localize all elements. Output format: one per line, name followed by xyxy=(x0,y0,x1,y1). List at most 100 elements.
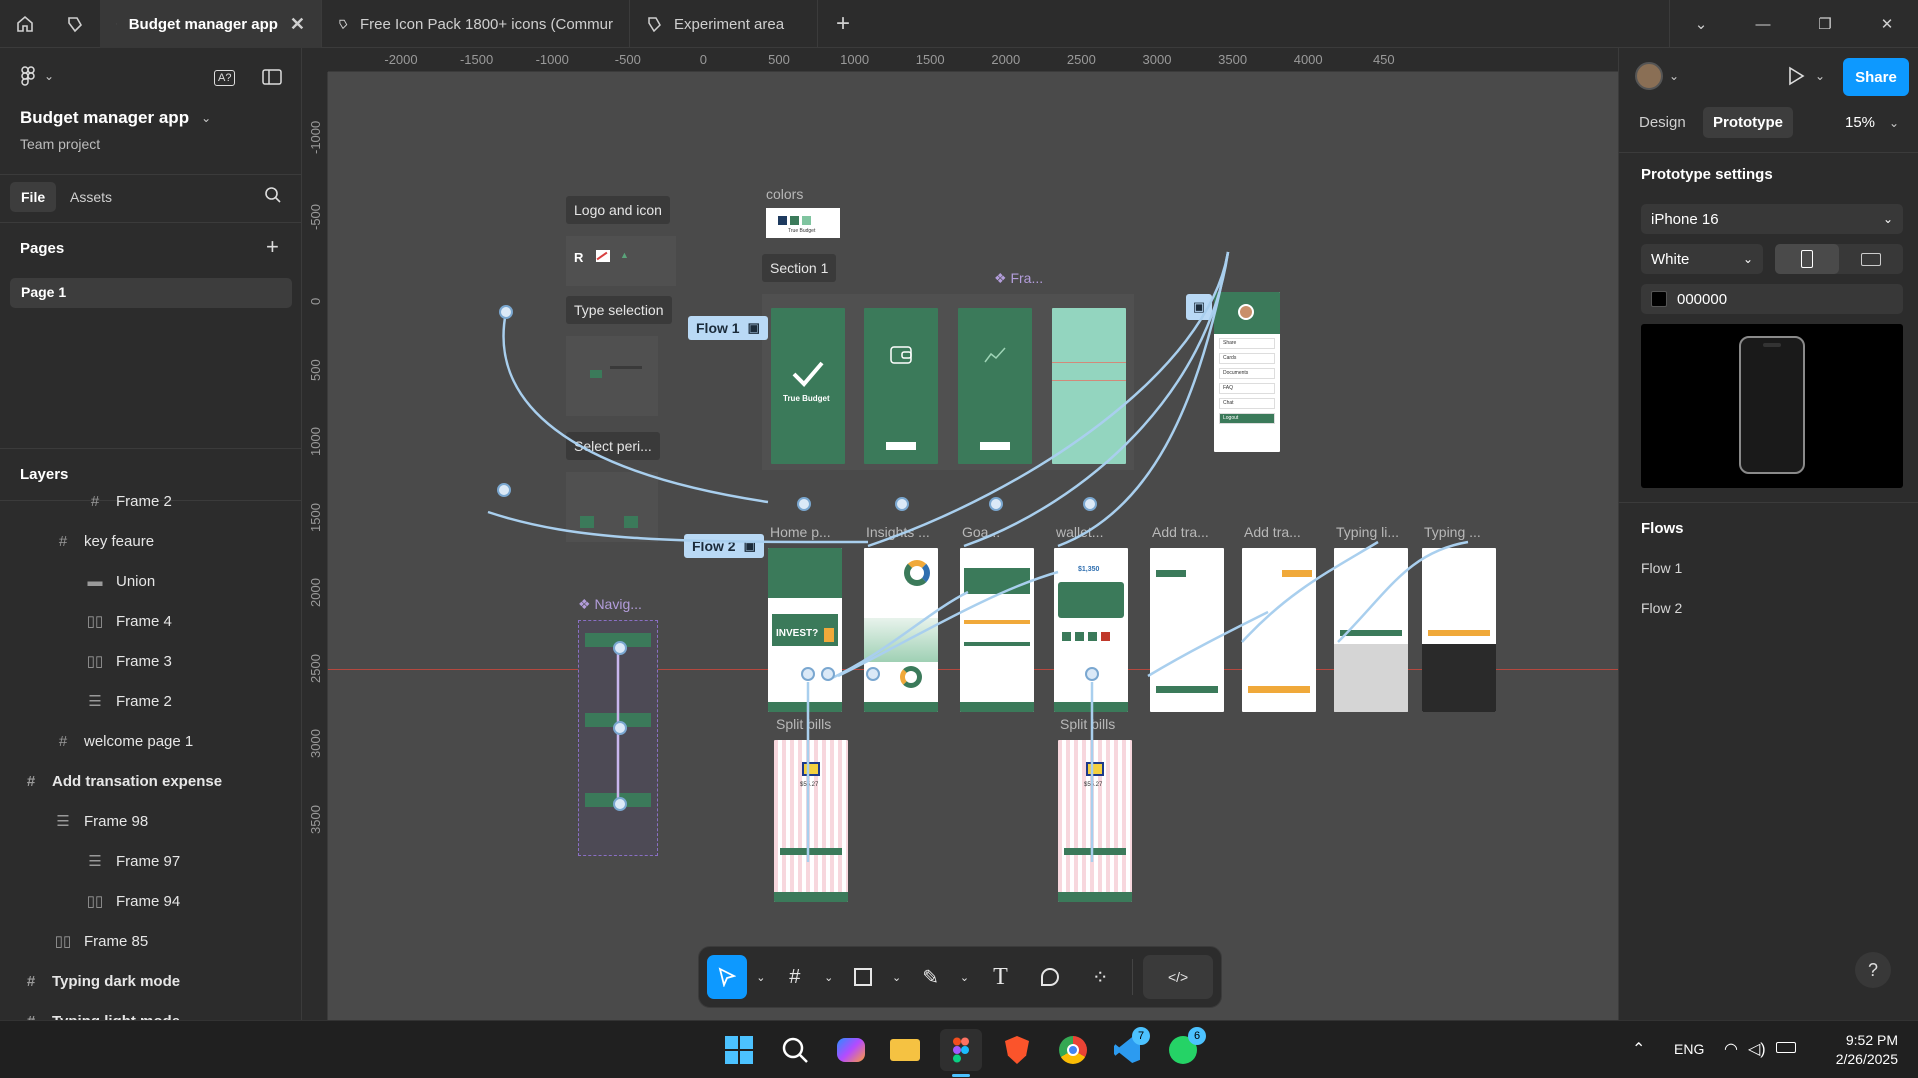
layer-item[interactable]: ☰Frame 98 xyxy=(0,801,301,841)
main-menu-button[interactable]: ⌄ xyxy=(20,66,54,86)
typing-dark-mode-screen[interactable] xyxy=(1422,548,1496,712)
maximize-button[interactable]: ❐ xyxy=(1794,0,1856,48)
layer-item[interactable]: ▯▯Frame 3 xyxy=(0,641,301,681)
file-explorer-button[interactable] xyxy=(884,1029,926,1071)
screen-frame-label[interactable]: Add tra... xyxy=(1152,524,1209,540)
clock[interactable]: 9:52 PM 2/26/2025 xyxy=(1818,1031,1898,1069)
copilot-button[interactable] xyxy=(830,1029,872,1071)
flow-item-1[interactable]: Flow 1 xyxy=(1641,560,1683,576)
ai-translate-button[interactable]: A? xyxy=(214,68,236,86)
layer-item[interactable]: #Typing dark mode xyxy=(0,961,301,1001)
layer-item[interactable]: ▯▯Frame 85 xyxy=(0,921,301,961)
type-selection-frame[interactable] xyxy=(566,336,658,416)
present-button[interactable]: ⌄ xyxy=(1787,66,1825,86)
shape-tool[interactable] xyxy=(843,955,883,999)
portrait-button[interactable] xyxy=(1775,244,1839,274)
file-name-button[interactable]: Budget manager app ⌄ xyxy=(20,108,211,128)
tab-budget-manager[interactable]: Budget manager app ✕ xyxy=(100,0,322,48)
vscode-button[interactable]: 7 xyxy=(1106,1027,1150,1071)
tab-file[interactable]: File xyxy=(10,182,57,212)
flow-2-starting-point[interactable]: Flow 2 ▣ xyxy=(684,534,764,558)
zoom-control[interactable]: 15% ⌄ xyxy=(1845,114,1899,131)
frame-tool-options[interactable]: ⌄ xyxy=(821,955,837,999)
layer-item[interactable]: ▯▯Frame 94 xyxy=(0,881,301,921)
navigation-component-label[interactable]: ❖ Navig... xyxy=(578,596,642,612)
landscape-button[interactable] xyxy=(1839,244,1903,274)
shape-tool-options[interactable]: ⌄ xyxy=(889,955,905,999)
tab-design[interactable]: Design xyxy=(1639,114,1686,131)
home-button[interactable] xyxy=(0,0,50,48)
device-color-select[interactable]: White ⌄ xyxy=(1641,244,1763,274)
taskbar-search-button[interactable] xyxy=(774,1029,816,1071)
goals-screen[interactable] xyxy=(960,548,1034,712)
pen-tool[interactable]: ✎ xyxy=(911,955,951,999)
onboarding-screen-2[interactable] xyxy=(864,308,938,464)
tab-prototype[interactable]: Prototype xyxy=(1703,107,1794,138)
screen-frame-label[interactable]: Add tra... xyxy=(1244,524,1301,540)
type-selection-frame-label[interactable]: Type selection xyxy=(566,296,672,324)
actions-tool[interactable]: ⁘ xyxy=(1078,955,1122,999)
screen-frame-label[interactable]: Home p... xyxy=(770,524,831,540)
user-menu[interactable]: ⌄ xyxy=(1635,62,1679,90)
move-tool[interactable] xyxy=(707,955,747,999)
layer-item[interactable]: #Typing light mode xyxy=(0,1001,301,1021)
background-color-field[interactable]: 000000 xyxy=(1641,284,1903,314)
whatsapp-button[interactable]: 6 xyxy=(1162,1027,1206,1071)
device-select[interactable]: iPhone 16 ⌄ xyxy=(1641,204,1903,234)
profile-frame-label[interactable]: ❖ Fra... xyxy=(994,270,1044,286)
add-transaction-screen-1[interactable] xyxy=(1150,548,1224,712)
layer-item[interactable]: ☰Frame 2 xyxy=(0,681,301,721)
screen-frame-label[interactable]: Typing li... xyxy=(1336,524,1400,540)
tab-assets[interactable]: Assets xyxy=(70,189,113,205)
share-button[interactable]: Share xyxy=(1843,58,1909,96)
logo-and-icon-frame-label[interactable]: Logo and icon xyxy=(566,196,670,224)
new-tab-button[interactable]: + xyxy=(818,0,868,48)
flow-item-2[interactable]: Flow 2 xyxy=(1641,600,1683,616)
text-tool[interactable]: T xyxy=(979,955,1023,999)
page-item[interactable]: Page 1 xyxy=(10,278,292,308)
close-window-button[interactable]: ✕ xyxy=(1856,0,1918,48)
onboarding-screen-3[interactable] xyxy=(958,308,1032,464)
colors-frame-label[interactable]: colors xyxy=(766,186,804,202)
logo-frame[interactable]: R ▲ xyxy=(566,236,676,286)
split-bills-frame-label[interactable]: Split bills xyxy=(776,716,832,732)
add-page-button[interactable]: + xyxy=(266,234,279,260)
layer-item[interactable]: #Frame 2 xyxy=(0,481,301,521)
flow-starting-point-icon[interactable]: ▣ xyxy=(1186,294,1212,320)
close-icon[interactable]: ✕ xyxy=(289,13,305,34)
screen-frame-label[interactable]: Typing ... xyxy=(1424,524,1481,540)
start-button[interactable] xyxy=(718,1029,760,1071)
layer-item[interactable]: #Add transation expense xyxy=(0,761,301,801)
frame-tool[interactable]: # xyxy=(775,955,815,999)
tab-free-icon-pack[interactable]: Free Icon Pack 1800+ icons (Commur xyxy=(322,0,630,48)
typing-light-mode-screen[interactable] xyxy=(1334,548,1408,712)
drafts-button[interactable] xyxy=(50,0,100,48)
layer-item[interactable]: #welcome page 1 xyxy=(0,721,301,761)
canvas[interactable]: Logo and icon R ▲ Type selection Select … xyxy=(328,72,1618,1020)
tab-experiment-area[interactable]: Experiment area xyxy=(630,0,818,48)
split-bills-frame-label-2[interactable]: Split bills xyxy=(1060,716,1116,732)
input-language[interactable]: ENG xyxy=(1674,1041,1705,1057)
layer-item[interactable]: ▯▯Frame 4 xyxy=(0,601,301,641)
colors-frame[interactable]: True Budget xyxy=(766,208,840,238)
dev-mode-toggle[interactable]: </> xyxy=(1143,955,1214,999)
system-tray[interactable]: ◠ ◁) xyxy=(1724,1039,1796,1059)
help-button[interactable]: ? xyxy=(1855,952,1891,988)
onboarding-screen-1[interactable]: True Budget xyxy=(771,308,845,464)
chrome-button[interactable] xyxy=(1052,1029,1094,1071)
home-page-screen[interactable]: INVEST? xyxy=(768,548,842,712)
layer-item[interactable]: ☰Frame 97 xyxy=(0,841,301,881)
pen-tool-options[interactable]: ⌄ xyxy=(957,955,973,999)
brave-browser-button[interactable] xyxy=(996,1029,1038,1071)
search-button[interactable] xyxy=(264,186,282,208)
layer-item[interactable]: ▬Union xyxy=(0,561,301,601)
split-bills-screen-1[interactable]: $55.27 xyxy=(774,740,848,902)
show-hidden-icons-button[interactable]: ⌃ xyxy=(1632,1039,1645,1059)
tabs-dropdown-button[interactable]: ⌄ xyxy=(1670,0,1732,48)
layer-item[interactable]: #key feaure xyxy=(0,521,301,561)
nav-bar-variant[interactable] xyxy=(585,633,651,647)
move-tool-options[interactable]: ⌄ xyxy=(753,955,769,999)
comment-tool[interactable] xyxy=(1028,955,1072,999)
toggle-sidebar-button[interactable] xyxy=(262,68,282,90)
